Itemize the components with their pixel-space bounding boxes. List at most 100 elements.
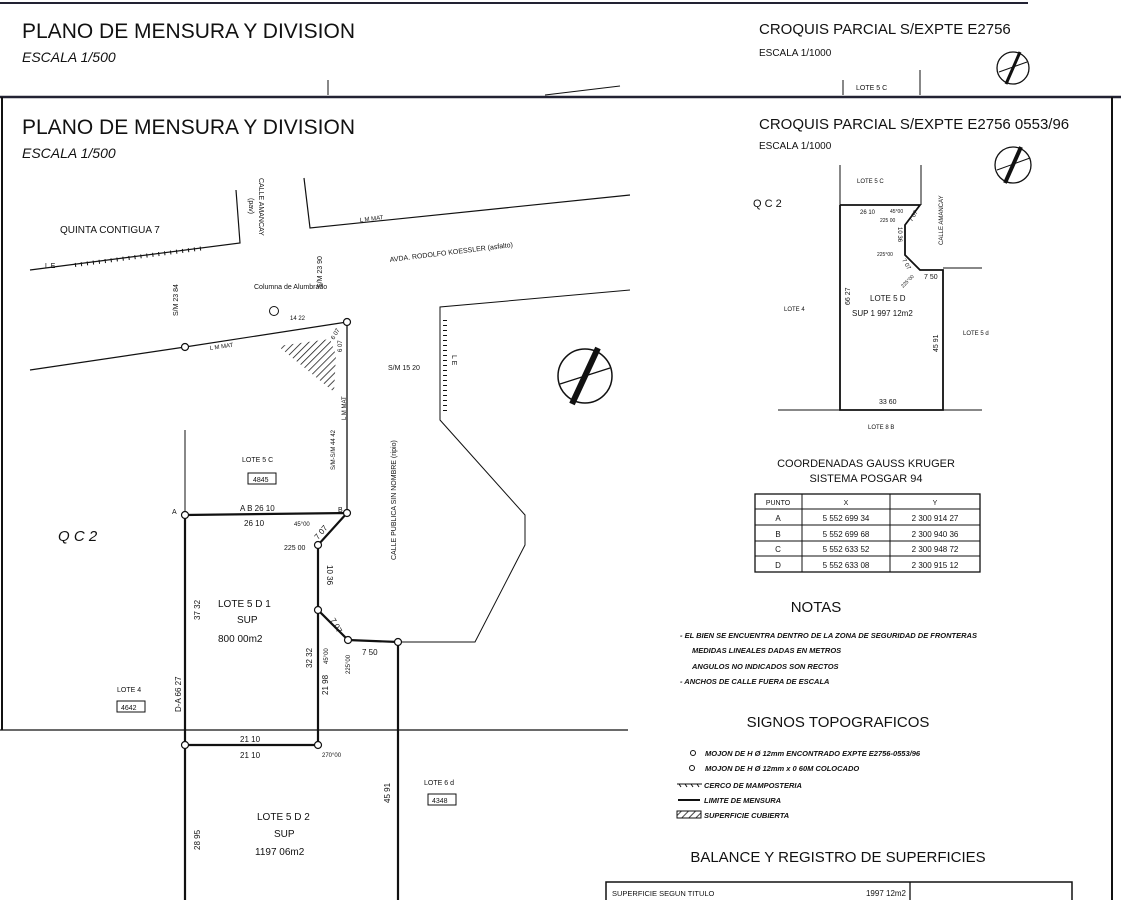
table-cell: D: [775, 561, 781, 570]
dim-label: 7 50: [362, 648, 378, 657]
sm-label: S/M 15 20: [388, 365, 420, 372]
nota-item: MEDIDAS LINEALES DADAS EN METROS: [692, 646, 841, 655]
table-row: D 5 552 633 08 2 300 915 12: [775, 561, 959, 570]
dim-label: 32 32: [305, 647, 314, 668]
table-header-row: PUNTO X Y: [766, 500, 938, 507]
angle-label: 45°00: [890, 209, 903, 215]
dim-label: 7 50: [924, 274, 938, 281]
superficie-cubierta-icon: [676, 810, 702, 819]
lote-6d-number: 4348: [432, 798, 448, 805]
signos-section: SIGNOS TOPOGRAFICOS MOJON DE H Ø 12mm EN…: [676, 714, 930, 820]
strip-north-arrow-icon: [996, 51, 1030, 85]
dim-label: 10 36: [896, 227, 902, 243]
north-arrow-icon: [557, 346, 613, 406]
table-cell: 2 300 915 12: [912, 561, 959, 570]
table-cell: 5 552 633 52: [823, 545, 870, 554]
signo-item: LIMITE DE MENSURA: [704, 796, 781, 805]
dim-label: A B 26 10: [240, 504, 275, 513]
lote-5c-label: LOTE 5 C: [242, 457, 273, 464]
dim-label: 7 07: [313, 523, 330, 541]
balance-title: BALANCE Y REGISTRO DE SUPERFICIES: [690, 849, 985, 866]
parcel-number-box: [116, 700, 146, 713]
dim-label: 14 22: [290, 316, 306, 322]
strip-title: PLANO DE MENSURA Y DIVISION: [22, 20, 355, 43]
lote-5d1-area: 800 00m2: [218, 634, 263, 645]
calle-amancay-sub: (pav): [247, 198, 254, 214]
dim-label: 26 10: [244, 519, 265, 528]
sm-label: S/M-S/M 44 42: [331, 429, 337, 470]
dim-label: 28 95: [193, 829, 202, 850]
mojon-icon: [313, 540, 323, 550]
main-plan: QUINTA CONTIGUA 7 L E CALLE AMANCAY (pav…: [29, 177, 631, 900]
croquis-lote5d: LOTE 5 D: [870, 294, 906, 303]
table-cell: 2 300 948 72: [912, 545, 959, 554]
block-boundary: [398, 289, 631, 643]
quinta-boundary: [29, 189, 241, 271]
calle-publica-label: CALLE PUBLICA SIN NOMBRE (ripio): [391, 440, 398, 560]
calle-amancay-label: CALLE AMANCAY: [257, 178, 264, 236]
croquis-lote8b: LOTE 8 B: [868, 425, 894, 431]
croquis-qc2: Q C 2: [753, 198, 782, 210]
coordinates-table: COORDENADAS GAUSS KRUGER SISTEMA POSGAR …: [754, 458, 981, 573]
croquis-parcial: Q C 2 LOTE 5 C CALLE AMANCAY 26 10 45°00…: [753, 146, 1032, 431]
dim-label: 6 07: [331, 327, 342, 341]
sm-label: S/M 23 90: [317, 256, 324, 288]
lote-5d2-area: 1197 06m2: [255, 847, 305, 858]
coords-subtitle: SISTEMA POSGAR 94: [809, 473, 922, 485]
lote-5d-outline: [839, 204, 944, 411]
parcel-number-box: [247, 472, 277, 485]
dim-label: 21 98: [321, 674, 330, 695]
dim-label: 45 91: [383, 782, 392, 803]
strip-line: [544, 85, 621, 96]
angle-label: 225°00: [877, 252, 893, 258]
main-sheet-frame: [0, 95, 1121, 900]
columna-icon: [269, 306, 279, 316]
angle-label: 225 00: [284, 545, 306, 552]
dim-label: 45 91: [933, 334, 940, 352]
mojon-points: [180, 317, 403, 750]
dim-label: 6 07: [338, 340, 344, 352]
angle-label: 225°00: [346, 654, 352, 674]
lote-5d1-label: LOTE 5 D 1: [218, 599, 271, 610]
lote-5d1-boundary: [184, 511, 399, 644]
header-cell: PUNTO: [766, 500, 791, 507]
dim-label: 33 60: [879, 399, 897, 406]
balance-row-label: SUPERFICIE SEGUN TITULO: [612, 889, 715, 898]
signo-item: MOJON DE H Ø 12mm x 0 60M COLOCADO: [705, 764, 859, 773]
table-cell: 2 300 914 27: [912, 514, 959, 523]
le-label: L E: [450, 355, 457, 366]
dim-label: 7 07: [900, 258, 911, 272]
croquis-title: CROQUIS PARCIAL S/EXPTE E2756 0553/96: [759, 116, 1069, 133]
parcel-number-box: [427, 793, 457, 806]
table-row: C 5 552 633 52 2 300 948 72: [775, 545, 959, 554]
avda-label: AVDA. RODOLFO KOESSLER (asfalto): [389, 242, 513, 264]
plan-scale: ESCALA 1/500: [22, 145, 116, 161]
lote-5d2-label: LOTE 5 D 2: [257, 812, 310, 823]
table-cell: 5 552 633 08: [823, 561, 870, 570]
mojon-icon: [342, 508, 352, 518]
dim-label: 26 10: [860, 210, 876, 216]
lm-mat-label: L M MAT: [360, 215, 385, 224]
strip-croquis-scale: ESCALA 1/1000: [759, 48, 832, 59]
dim-label: 10 36: [325, 565, 334, 586]
dim-label: 66 27: [845, 287, 852, 305]
point-a-label: A: [172, 509, 177, 516]
dim-label: 7 07: [909, 209, 920, 223]
coords-title: COORDENADAS GAUSS KRUGER: [777, 458, 955, 470]
lote-5c-number: 4845: [253, 477, 269, 484]
qc2-label: Q C 2: [58, 528, 98, 545]
dim-label: 37 32: [193, 599, 202, 620]
mojon-icon: [180, 510, 190, 520]
angle-label: 225°00: [900, 274, 916, 290]
lote-5d2-sup: SUP: [274, 829, 295, 840]
table-row: B 5 552 699 68 2 300 940 36: [775, 530, 959, 539]
croquis-lote4: LOTE 4: [784, 307, 805, 313]
mojon-icon: [393, 637, 403, 647]
table-cell: B: [775, 530, 780, 539]
cerco-icon: [677, 783, 702, 788]
lote-6d-label: LOTE 6 d: [424, 780, 454, 787]
signos-title: SIGNOS TOPOGRAFICOS: [747, 714, 930, 731]
sm-label: S/M 23 84: [173, 284, 180, 316]
table-row: A 5 552 699 34 2 300 914 27: [775, 514, 959, 523]
